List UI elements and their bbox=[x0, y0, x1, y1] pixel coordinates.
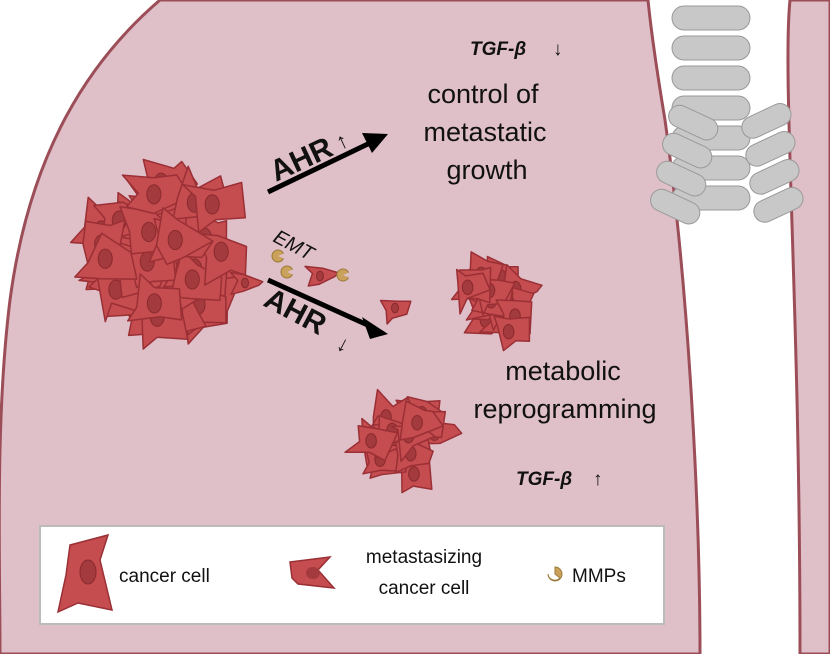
metastasis-cluster-upper bbox=[450, 251, 543, 352]
cell-nucleus bbox=[213, 241, 229, 262]
metabolic-line-1: metabolic bbox=[505, 356, 621, 386]
right-lung bbox=[786, 0, 830, 654]
cancer-cell bbox=[126, 273, 183, 322]
legend-metastasizing-line-1: metastasizing bbox=[366, 547, 482, 568]
cancer-cell bbox=[399, 400, 444, 441]
metastasizing-cell bbox=[304, 265, 340, 287]
tgf-beta-bottom: TGF-β bbox=[516, 469, 572, 490]
cancer-cell bbox=[121, 174, 192, 215]
trachea-ring bbox=[671, 35, 751, 61]
tgf-beta-bottom-arrow: ↑ bbox=[593, 469, 603, 490]
bronchus-ring bbox=[650, 188, 701, 225]
cancer-cell bbox=[155, 207, 214, 266]
arrow-ahr-up bbox=[266, 133, 388, 195]
trachea-ring bbox=[671, 5, 751, 31]
cell-nucleus bbox=[167, 229, 183, 251]
arrow-ahr-down bbox=[266, 277, 388, 339]
cell-nucleus bbox=[390, 302, 400, 314]
legend: cancer cell metastasizing cancer cell MM… bbox=[39, 525, 665, 625]
metastasizing-cell bbox=[229, 271, 264, 296]
cell-nucleus bbox=[146, 184, 162, 205]
bronchus-ring bbox=[656, 160, 707, 197]
bronchus-ring bbox=[749, 159, 800, 195]
trachea-ring bbox=[671, 65, 751, 91]
metastasizing-cells bbox=[229, 249, 412, 325]
cell-nucleus bbox=[204, 194, 220, 215]
cell-nucleus bbox=[411, 415, 423, 431]
left-lung bbox=[0, 0, 702, 654]
cancer-cell bbox=[493, 315, 531, 352]
cell-nucleus bbox=[502, 324, 515, 340]
cell-nucleus bbox=[97, 248, 113, 269]
tgf-beta-top: TGF-β bbox=[470, 39, 526, 60]
control-line-3: growth bbox=[446, 155, 527, 185]
cell-nucleus bbox=[141, 221, 157, 243]
control-line-1: control of bbox=[427, 79, 539, 109]
cancer-cell bbox=[455, 268, 491, 315]
legend-metastasizing-cell-icon bbox=[289, 556, 336, 589]
cancer-cell bbox=[74, 232, 138, 280]
legend-mmps: MMPs bbox=[572, 566, 626, 587]
bronchus-ring bbox=[668, 104, 719, 141]
bronchus-ring bbox=[745, 131, 796, 167]
cancer-cell bbox=[182, 181, 247, 234]
metastasis-cluster-lower bbox=[344, 388, 463, 494]
tgf-beta-top-arrow: ↓ bbox=[553, 39, 563, 60]
cell-nucleus bbox=[240, 277, 250, 289]
control-line-2: metastatic bbox=[423, 117, 546, 147]
cell-nucleus bbox=[146, 293, 162, 314]
cancer-cell bbox=[344, 425, 399, 462]
metastasizing-cell bbox=[379, 299, 412, 325]
cell-nucleus bbox=[365, 433, 377, 449]
bronchus-ring bbox=[741, 103, 792, 139]
metabolic-line-2: reprogramming bbox=[473, 394, 656, 424]
cell-nucleus bbox=[315, 270, 325, 282]
legend-mmp-icon bbox=[547, 566, 563, 582]
legend-cancer-cell: cancer cell bbox=[119, 566, 210, 587]
cell-nucleus bbox=[184, 269, 200, 290]
cell-nucleus bbox=[461, 279, 474, 296]
trachea bbox=[650, 5, 804, 225]
legend-cancer-cell-icon bbox=[56, 533, 114, 614]
cell-nucleus bbox=[408, 466, 420, 482]
bronchus-ring bbox=[662, 132, 713, 169]
primary-tumor-cluster bbox=[69, 158, 248, 350]
legend-metastasizing-line-2: cancer cell bbox=[379, 578, 470, 599]
bronchus-ring bbox=[753, 187, 804, 223]
